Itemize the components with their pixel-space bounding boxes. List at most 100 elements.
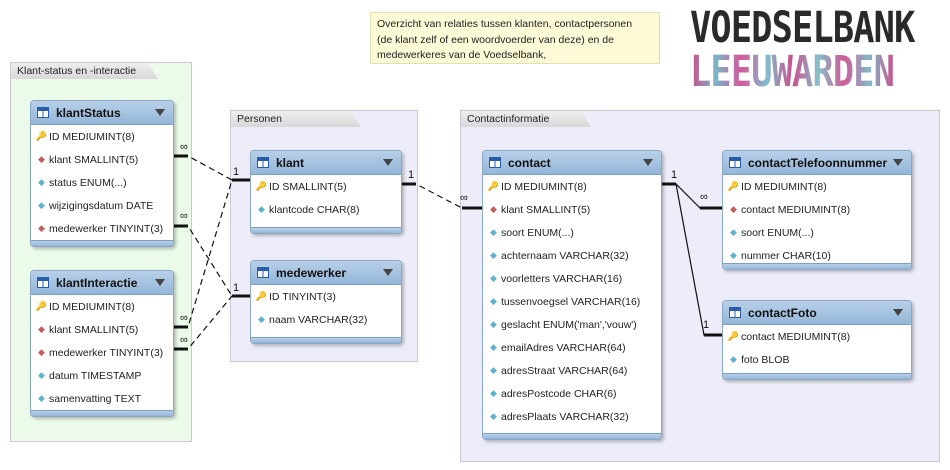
column-label: achternaam VARCHAR(32)	[501, 249, 629, 262]
table-name: klant	[276, 155, 305, 170]
table-column: ◆adresStraat VARCHAR(64)	[483, 359, 661, 382]
table-icon	[489, 157, 501, 168]
table-contactFoto[interactable]: contactFoto🔑contact MEDIUMINT(8)◆foto BL…	[722, 300, 912, 380]
column-label: tussenvoegsel VARCHAR(16)	[501, 295, 641, 308]
table-contact[interactable]: contact🔑ID MEDIUMINT(8) ◆ klant SMALLINT(5…	[482, 150, 662, 440]
column-label: klant SMALLINT(5)	[49, 323, 139, 336]
column-label: ID TINYINT(3)	[269, 290, 336, 303]
column-label: soort ENUM(...)	[501, 226, 574, 239]
column-label: ID MEDIUMINT(8)	[741, 180, 827, 193]
table-header[interactable]: klantStatus	[31, 101, 173, 125]
table-name: contactTelefoonnummer	[748, 155, 888, 170]
table-icon	[257, 267, 269, 278]
table-icon	[37, 107, 49, 118]
card-many: ∞	[700, 191, 708, 203]
table-column: 🔑ID MEDIUMINT(8)	[31, 125, 173, 148]
table-column: ◆adresPlaats VARCHAR(32)	[483, 405, 661, 428]
collapse-arrow-icon[interactable]	[383, 269, 393, 276]
table-column: ◆ klant SMALLINT(5)	[31, 318, 173, 341]
attribute-diamond-icon: ◆	[490, 342, 497, 352]
description-note: Overzicht van relaties tussen klanten, c…	[370, 12, 660, 64]
key-icon: 🔑	[487, 181, 500, 191]
collapse-arrow-icon[interactable]	[893, 309, 903, 316]
column-label: status ENUM(...)	[49, 176, 127, 189]
column-label: nummer CHAR(10)	[741, 249, 831, 262]
table-header[interactable]: contact	[483, 151, 661, 175]
collapse-arrow-icon[interactable]	[643, 159, 653, 166]
column-label: datum TIMESTAMP	[49, 369, 142, 382]
table-column: ◆medewerker TINYINT(3)	[31, 217, 173, 240]
table-footer	[251, 337, 401, 343]
attribute-diamond-icon: ◆	[38, 200, 45, 210]
attribute-diamond-icon: ◆	[490, 411, 497, 421]
table-column: ◆foto BLOB	[723, 348, 911, 371]
column-label: ID MEDIUMINT(8)	[49, 130, 135, 143]
column-label: medewerker TINYINT(3)	[49, 346, 164, 359]
table-klantInteractie[interactable]: klantInteractie🔑ID MEDIUMINT(8)◆klant SM…	[30, 270, 174, 417]
foreign-key-diamond-icon: ◆	[38, 154, 45, 164]
attribute-diamond-icon: ◆	[490, 250, 497, 260]
card-one: 1	[233, 282, 239, 294]
table-header[interactable]: contactFoto	[723, 301, 911, 325]
column-label: klant SMALLINT(5)	[501, 203, 591, 216]
collapse-arrow-icon[interactable]	[893, 159, 903, 166]
table-header[interactable]: medewerker	[251, 261, 401, 285]
attribute-diamond-icon: ◆	[490, 273, 497, 283]
foreign-key-diamond-icon: ◆	[38, 223, 45, 233]
key-icon: 🔑	[255, 291, 268, 301]
column-label: klantcode CHAR(8)	[269, 203, 360, 216]
table-column: ◆naam VARCHAR(32)	[251, 308, 401, 331]
card-many: ∞	[180, 334, 188, 346]
table-column: 🔑ID MEDIUMINT(8)	[483, 175, 661, 198]
voedselbank-logo: VOEDSELBANK LEEUWARDEN	[690, 6, 940, 94]
logo-line-2: LEEUWARDEN	[690, 47, 895, 97]
rel-contact-telefoon	[660, 183, 722, 209]
collapse-arrow-icon[interactable]	[155, 279, 165, 286]
table-klantStatus[interactable]: klantStatus🔑ID MEDIUMINT(8) ◆ klant SMALLI…	[30, 100, 174, 247]
column-label: contact MEDIUMINT(8)	[741, 203, 851, 216]
table-header[interactable]: klant	[251, 151, 401, 175]
attribute-diamond-icon: ◆	[490, 296, 497, 306]
table-column: ◆nummer CHAR(10)	[723, 244, 911, 267]
table-column: ◆ klant SMALLINT(5)	[31, 148, 173, 171]
table-medewerker[interactable]: medewerker🔑ID TINYINT(3)◆naam VARCHAR(32…	[250, 260, 402, 344]
column-label: voorletters VARCHAR(16)	[501, 272, 623, 285]
key-icon: 🔑	[727, 181, 740, 191]
table-column: ◆samenvatting TEXT	[31, 387, 173, 410]
table-footer	[31, 410, 173, 416]
table-icon	[729, 307, 741, 318]
card-one: 1	[671, 169, 677, 181]
rel-klantinteractie-klant	[172, 179, 233, 328]
table-footer	[31, 240, 173, 246]
attribute-diamond-icon: ◆	[490, 227, 497, 237]
table-icon	[37, 277, 49, 288]
table-column: 🔑ID TINYINT(3)	[251, 285, 401, 308]
table-header[interactable]: klantInteractie	[31, 271, 173, 295]
table-footer	[723, 263, 911, 269]
foreign-key-diamond-icon: ◆	[38, 324, 45, 334]
table-column: ◆geslacht ENUM('man','vouw')	[483, 313, 661, 336]
card-one: 1	[233, 166, 239, 178]
column-label: adresStraat VARCHAR(64)	[501, 364, 628, 377]
table-column: ◆ soort ENUM(...)	[483, 221, 661, 244]
table-column: ◆ tussenvoegsel VARCHAR(16)	[483, 290, 661, 313]
table-column: ◆soort ENUM(...)	[723, 221, 911, 244]
column-label: klant SMALLINT(5)	[49, 153, 139, 166]
table-icon	[257, 157, 269, 168]
column-label: ID SMALLINT(5)	[269, 180, 347, 193]
card-many: ∞	[180, 141, 188, 153]
card-many: ∞	[460, 192, 468, 204]
table-footer	[251, 227, 401, 233]
attribute-diamond-icon: ◆	[38, 177, 45, 187]
table-klant[interactable]: klant🔑ID SMALLINT(5)◆klantcode CHAR(8)	[250, 150, 402, 234]
table-column: ◆datum TIMESTAMP	[31, 364, 173, 387]
table-column: 🔑ID MEDIUMINT(8)	[723, 175, 911, 198]
table-column: ◆ achternaam VARCHAR(32)	[483, 244, 661, 267]
table-header[interactable]: contactTelefoonnummer	[723, 151, 911, 175]
collapse-arrow-icon[interactable]	[383, 159, 393, 166]
table-contactTelefoonnummer[interactable]: contactTelefoonnummer🔑ID MEDIUMINT(8)◆co…	[722, 150, 912, 270]
column-label: foto BLOB	[741, 353, 790, 366]
group-title: Personen	[231, 111, 361, 127]
collapse-arrow-icon[interactable]	[155, 109, 165, 116]
